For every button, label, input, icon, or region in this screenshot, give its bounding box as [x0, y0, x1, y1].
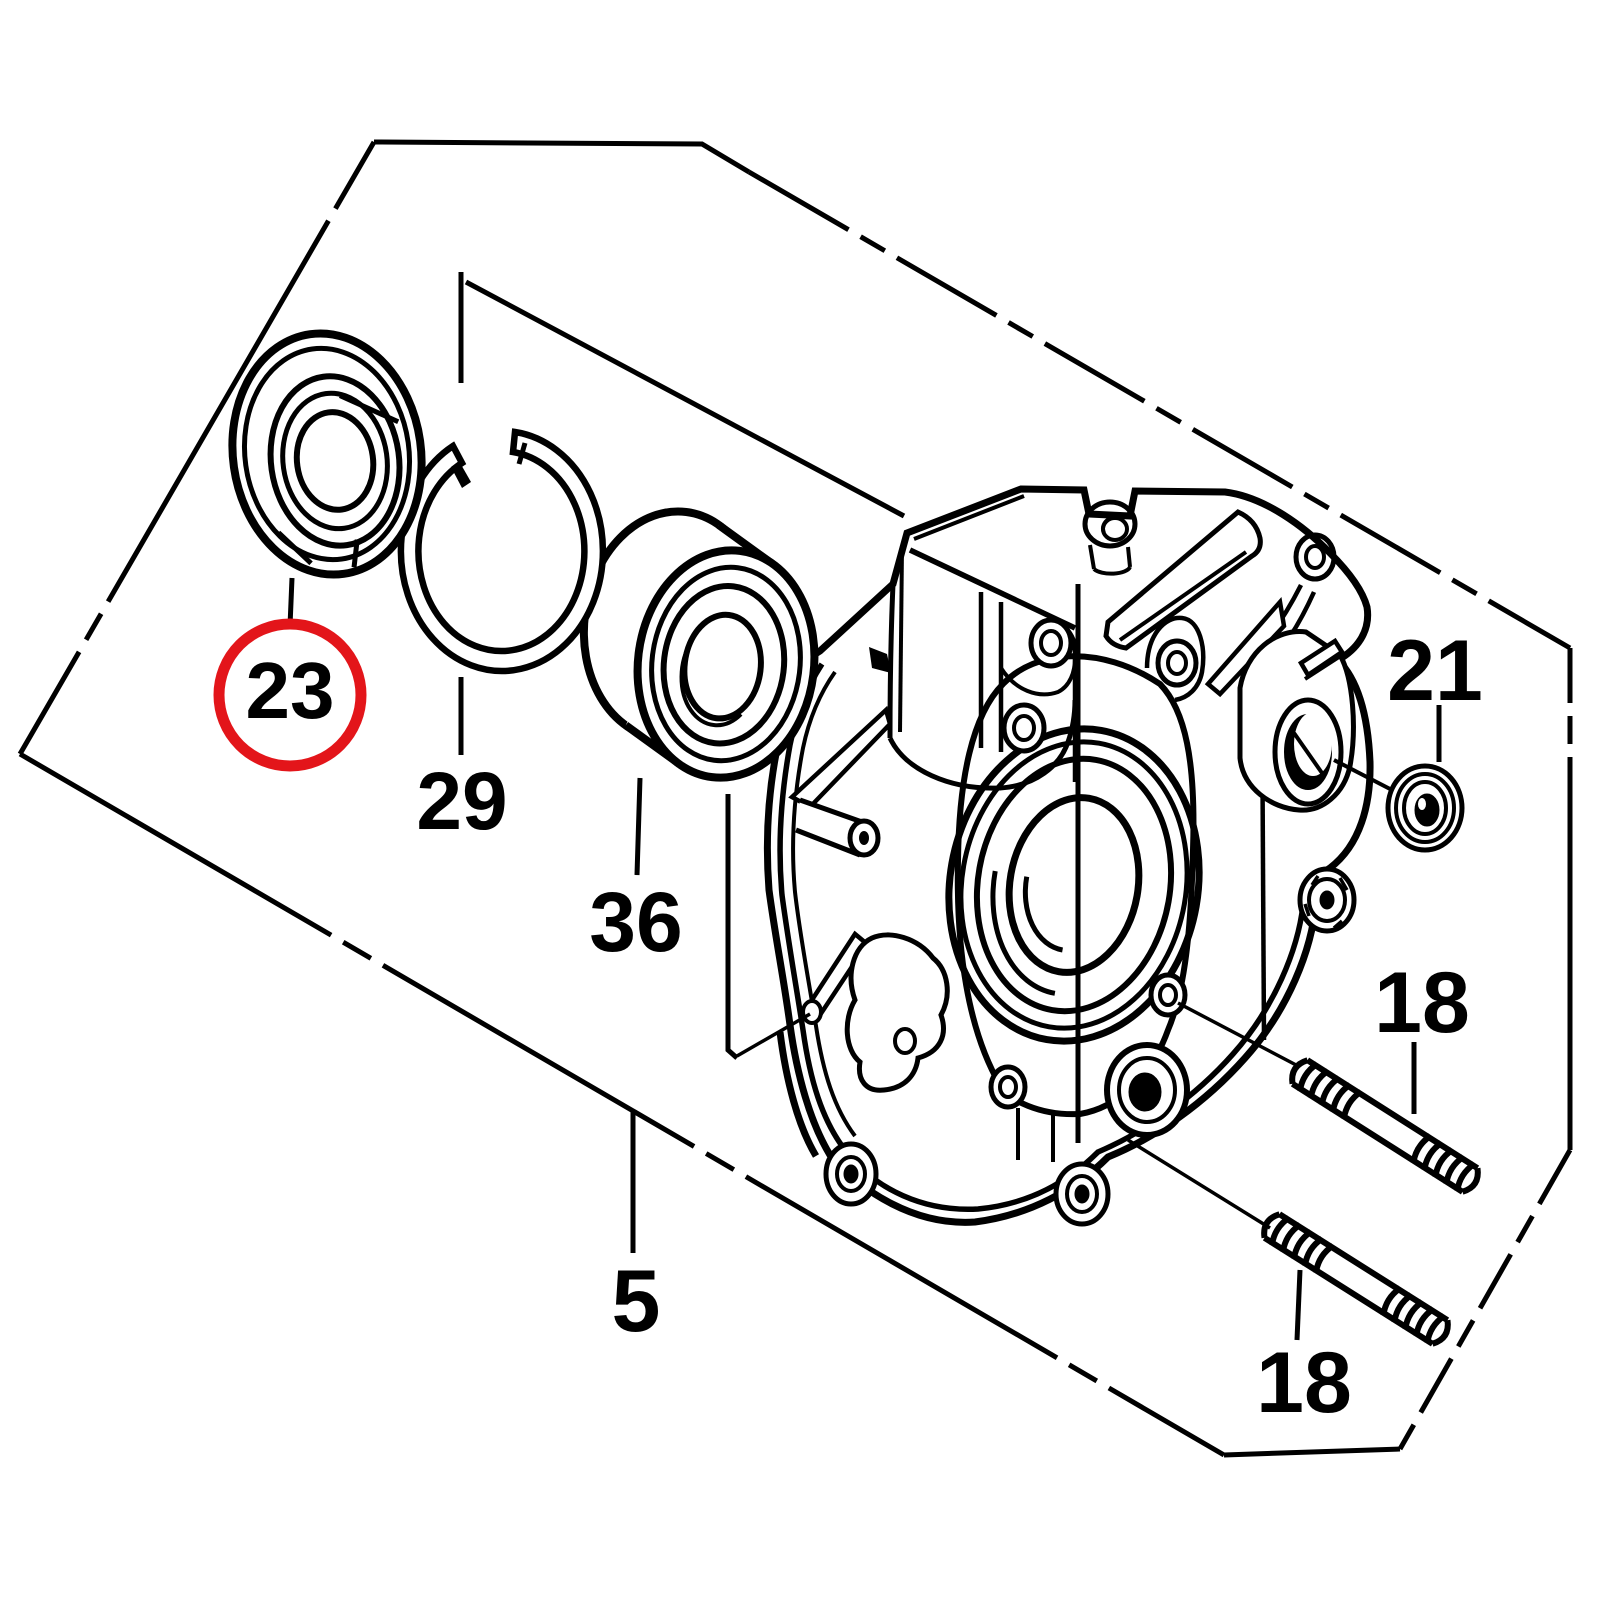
svg-text:21: 21: [1387, 623, 1483, 719]
svg-text:36: 36: [589, 875, 682, 969]
svg-text:23: 23: [246, 646, 335, 735]
svg-text:29: 29: [416, 756, 507, 847]
svg-text:18: 18: [1374, 955, 1470, 1051]
svg-text:5: 5: [612, 1251, 661, 1350]
svg-text:18: 18: [1256, 1335, 1352, 1431]
